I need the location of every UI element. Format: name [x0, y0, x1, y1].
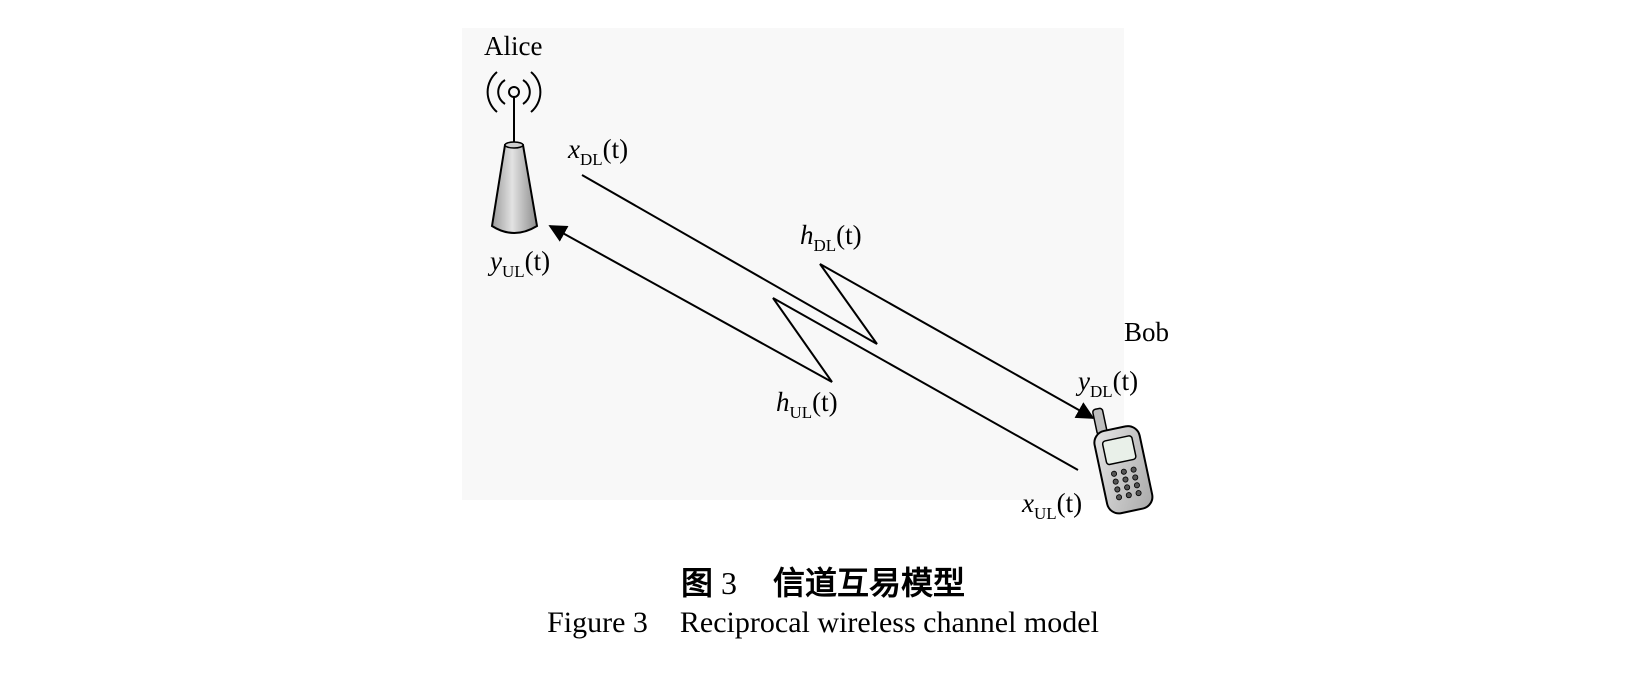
downlink-channel-line [581, 174, 1095, 419]
caption-english: Figure 3 Reciprocal wireless channel mode… [0, 606, 1646, 640]
y-ul-label: yUL(t) [487, 246, 550, 281]
x-dl-label: xDL(t) [567, 134, 628, 169]
x-ul-label: xUL(t) [1021, 488, 1082, 523]
caption-chinese-title: 信道互易模型 [773, 565, 966, 601]
caption-english-title: Reciprocal wireless channel model [679, 606, 1099, 639]
caption-chinese-prefix: 图 [680, 565, 713, 601]
mobile-phone-icon [1092, 407, 1154, 515]
antenna-icon [486, 71, 542, 144]
y-dl-label: yDL(t) [1075, 366, 1138, 401]
caption-chinese-number: 3 [721, 565, 737, 601]
h-dl-label: hDL(t) [800, 220, 862, 255]
bob-label: Bob [1124, 317, 1169, 347]
figure-panel [462, 28, 1124, 500]
h-ul-label: hUL(t) [776, 387, 838, 422]
base-station-icon [490, 141, 539, 234]
uplink-channel-line [548, 225, 1079, 471]
caption-english-prefix: Figure 3 [547, 606, 648, 639]
caption-chinese: 图 3 信道互易模型 [0, 558, 1646, 604]
alice-label: Alice [484, 31, 542, 61]
